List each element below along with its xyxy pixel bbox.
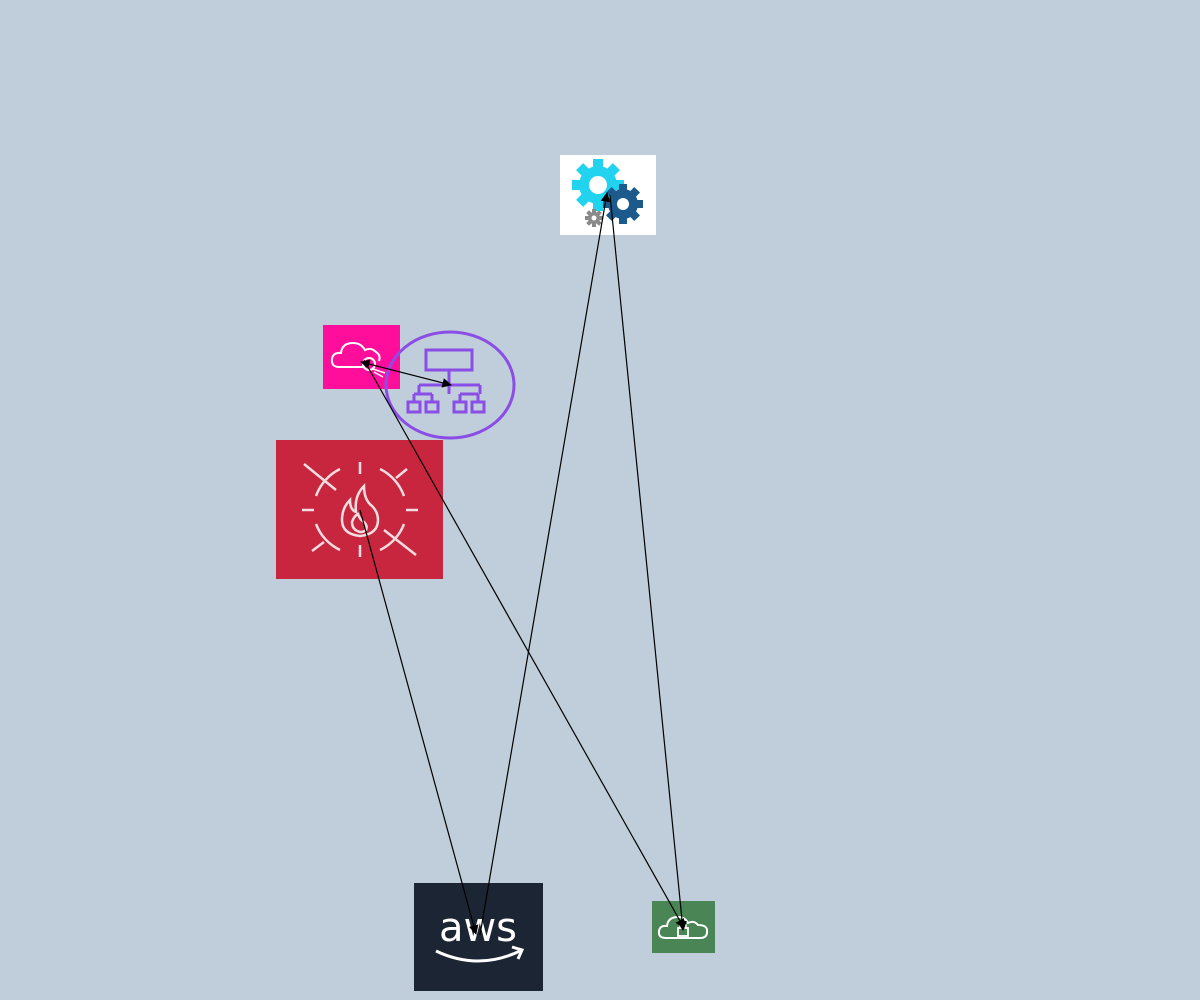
firewall-node[interactable] — [276, 440, 443, 579]
edge-aws-to-gears[interactable] — [479, 192, 611, 936]
cloud-lock-node[interactable] — [652, 901, 715, 953]
firewall-icon — [302, 462, 418, 557]
edge-gears-to-cloud-lock[interactable] — [609, 194, 687, 931]
hierarchy-icon — [384, 330, 516, 440]
gears-icon — [572, 159, 643, 227]
cloud-lock-icon — [657, 915, 709, 939]
aws-logo-icon: aws — [435, 905, 525, 963]
aws-node[interactable]: aws — [414, 883, 543, 991]
hierarchy-node[interactable] — [384, 330, 517, 440]
aws-logo-text: aws — [439, 905, 517, 951]
gears-node[interactable] — [560, 155, 656, 235]
